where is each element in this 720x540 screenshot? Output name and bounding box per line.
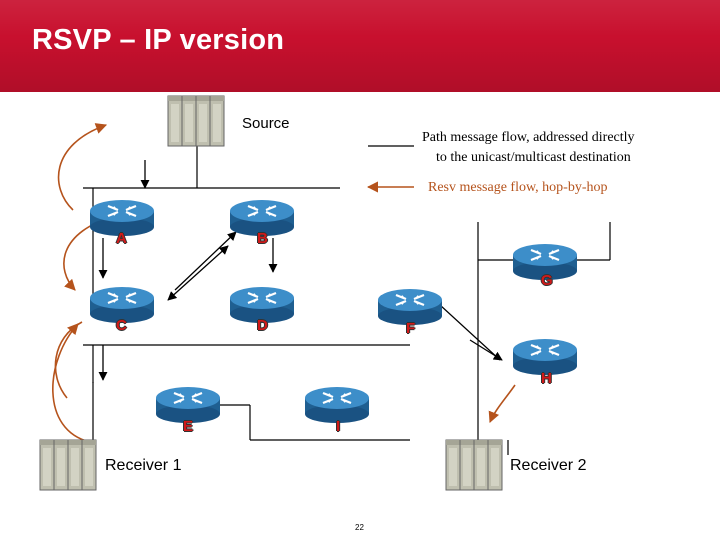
receiver2-label: Receiver 2	[510, 457, 587, 474]
legend-resv-text: Resv message flow, hop-by-hop	[428, 180, 608, 195]
receiver2-host-icon	[445, 439, 503, 491]
source-label: Source	[242, 115, 290, 132]
slide-title: RSVP – IP version	[32, 24, 285, 56]
router-A-label: A	[116, 230, 127, 247]
router-F-label: F	[406, 320, 416, 337]
router-D-label: D	[257, 317, 268, 334]
legend-path-text-1: Path message flow, addressed directly	[422, 130, 635, 145]
router-B-label: B	[257, 230, 268, 247]
router-H-label: H	[541, 370, 552, 387]
router-C-label: C	[116, 317, 127, 334]
title-bar: RSVP – IP version	[0, 0, 720, 92]
router-E-label: E	[183, 418, 194, 435]
source-host-icon	[167, 95, 225, 147]
receiver1-label: Receiver 1	[105, 457, 182, 474]
legend-path-text-2: to the unicast/multicast destination	[436, 150, 631, 165]
router-G-label: G	[541, 272, 553, 289]
router-I-label: I	[336, 418, 341, 435]
resv-arrows	[52, 123, 516, 443]
receiver1-host-icon	[39, 439, 97, 491]
page-number: 22	[355, 523, 364, 532]
